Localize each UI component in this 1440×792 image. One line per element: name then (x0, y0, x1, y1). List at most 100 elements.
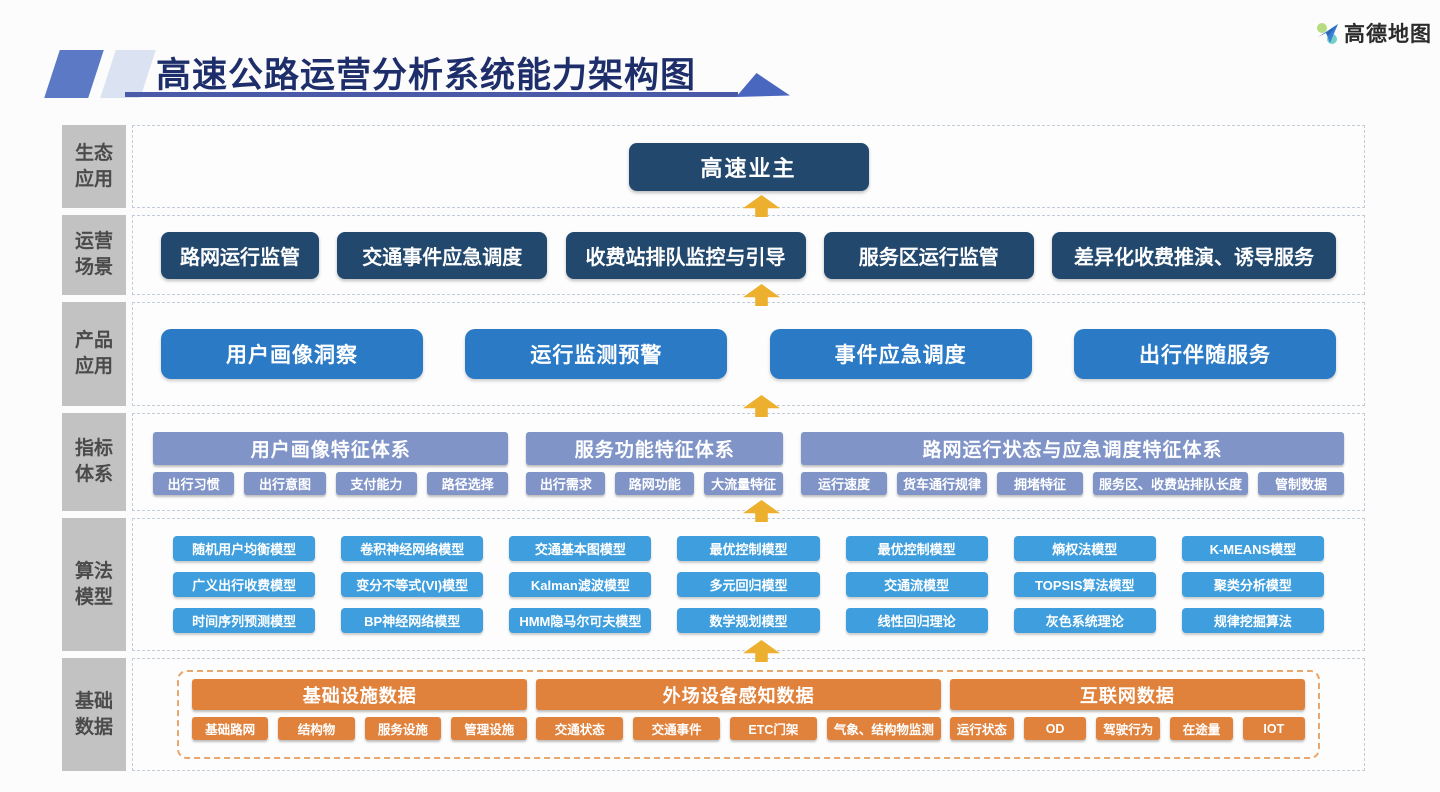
amap-logo: 高德地图 (1315, 18, 1432, 48)
algorithm-model-box: 时间序列预测模型 (173, 608, 316, 633)
algorithm-model-box: 广义出行收费模型 (173, 572, 316, 597)
indicator-chip: 支付能力 (335, 472, 418, 495)
base-data-chip: 运行状态 (949, 717, 1014, 740)
algorithm-model-box: 多元回归模型 (677, 572, 820, 597)
algorithm-model-box: TOPSIS算法模型 (1013, 572, 1156, 597)
base-chip-row: 运行状态 OD 驾驶行为 在途量 IOT (949, 717, 1306, 740)
title-decoration-parallelogram-light (100, 50, 156, 98)
algorithm-model-box: 规律挖掘算法 (1181, 608, 1324, 633)
row-base-data: 基础数据 基础设施数据 基础路网 结构物 服务设施 管理设施 外场设备感知数据 … (62, 658, 1365, 771)
base-group-field-devices: 外场设备感知数据 交通状态 交通事件 ETC门架 气象、结构物监测 (536, 679, 941, 750)
row-content-product-applications: 用户画像洞察 运行监测预警 事件应急调度 出行伴随服务 (132, 302, 1365, 406)
diagram-box-scenario: 交通事件应急调度 (337, 231, 548, 279)
algorithm-model-box: K-MEANS模型 (1181, 536, 1324, 561)
algorithm-model-box: 最优控制模型 (677, 536, 820, 561)
row-label-indicator-system: 指标体系 (62, 413, 126, 511)
diagram-box-scenario: 差异化收费推演、诱导服务 (1052, 231, 1336, 279)
base-data-chip: ETC门架 (730, 717, 817, 740)
row-label-algorithm-models: 算法模型 (62, 518, 126, 651)
diagram-box-product: 用户画像洞察 (161, 329, 423, 379)
base-data-chip: 管理设施 (451, 717, 528, 740)
algorithm-model-box: 随机用户均衡模型 (173, 536, 316, 561)
base-group-header: 互联网数据 (949, 679, 1305, 710)
algorithm-model-box: 最优控制模型 (845, 536, 988, 561)
indicator-chip: 路网功能 (615, 472, 695, 495)
indicator-chip: 出行意图 (244, 472, 326, 495)
row-operation-scenarios: 运营场景 路网运行监管 交通事件应急调度 收费站排队监控与引导 服务区运行监管 … (62, 215, 1365, 295)
row-label-product-applications: 产品应用 (62, 302, 126, 406)
indicator-group-user-profile: 用户画像特征体系 出行习惯 出行意图 支付能力 路径选择 (153, 432, 509, 510)
diagram-box-scenario: 路网运行监管 (161, 231, 319, 279)
indicator-chip: 拥堵特征 (997, 472, 1084, 495)
base-group-infrastructure: 基础设施数据 基础路网 结构物 服务设施 管理设施 (192, 679, 528, 750)
indicator-group-header: 路网运行状态与应急调度特征体系 (801, 432, 1345, 465)
architecture-diagram: 生态应用 高速业主 运营场景 路网运行监管 交通事件应急调度 收费站排队监控与引… (62, 125, 1365, 778)
algorithm-model-box: 数学规划模型 (677, 608, 820, 633)
row-content-indicator-system: 用户画像特征体系 出行习惯 出行意图 支付能力 路径选择 服务功能特征体系 出行… (132, 413, 1365, 511)
indicator-chip: 出行习惯 (153, 472, 235, 495)
indicator-group-header: 用户画像特征体系 (153, 432, 509, 465)
base-data-chip: 在途量 (1170, 717, 1233, 740)
algorithm-model-box: 灰色系统理论 (1013, 608, 1156, 633)
base-data-chip: 驾驶行为 (1096, 717, 1161, 740)
base-data-chip: 气象、结构物监测 (826, 717, 941, 740)
row-content-base-data: 基础设施数据 基础路网 结构物 服务设施 管理设施 外场设备感知数据 交通状态 … (132, 658, 1365, 771)
algorithm-model-box: 线性回归理论 (845, 608, 988, 633)
algorithm-model-box: BP神经网络模型 (341, 608, 484, 633)
indicator-chip: 货车通行规律 (897, 472, 988, 495)
base-data-chip: 交通事件 (633, 717, 721, 740)
diagram-box-product: 出行伴随服务 (1073, 329, 1336, 379)
base-data-chip: 结构物 (278, 717, 355, 740)
indicator-chip: 运行速度 (801, 472, 888, 495)
row-content-ecosystem: 高速业主 (132, 125, 1365, 208)
base-data-chip: OD (1023, 717, 1087, 740)
base-group-internet-data: 互联网数据 运行状态 OD 驾驶行为 在途量 IOT (949, 679, 1306, 750)
indicator-group-network-status: 路网运行状态与应急调度特征体系 运行速度 货车通行规律 拥堵特征 服务区、收费站… (801, 432, 1345, 510)
title-underline (125, 92, 738, 97)
base-group-header: 基础设施数据 (192, 679, 528, 710)
base-data-chip: IOT (1242, 717, 1306, 740)
algorithm-model-box: 聚类分析模型 (1181, 572, 1324, 597)
algorithm-model-box: 熵权法模型 (1013, 536, 1156, 561)
indicator-chip: 路径选择 (427, 472, 509, 495)
diagram-box-product: 运行监测预警 (465, 329, 728, 379)
indicator-chip-row: 运行速度 货车通行规律 拥堵特征 服务区、收费站排队长度 管制数据 (801, 472, 1344, 495)
row-algorithm-models: 算法模型 随机用户均衡模型 卷积神经网络模型 交通基本图模型 最优控制模型 最优… (62, 518, 1365, 651)
row-product-applications: 产品应用 用户画像洞察 运行监测预警 事件应急调度 出行伴随服务 (62, 302, 1365, 406)
row-label-base-data: 基础数据 (62, 658, 126, 771)
algorithm-model-box: 卷积神经网络模型 (341, 536, 484, 561)
indicator-chip: 大流量特征 (704, 472, 784, 495)
row-content-operation-scenarios: 路网运行监管 交通事件应急调度 收费站排队监控与引导 服务区运行监管 差异化收费… (132, 215, 1365, 295)
base-group-header: 外场设备感知数据 (536, 679, 941, 710)
indicator-chip: 服务区、收费站排队长度 (1093, 472, 1249, 495)
base-chip-row: 交通状态 交通事件 ETC门架 气象、结构物监测 (536, 717, 941, 740)
diagram-box-scenario: 收费站排队监控与引导 (565, 231, 806, 279)
title-arrow-decoration (736, 73, 790, 97)
row-label-operation-scenarios: 运营场景 (62, 215, 126, 295)
row-label-ecosystem: 生态应用 (62, 125, 126, 208)
amap-logo-text: 高德地图 (1344, 23, 1432, 46)
row-content-algorithm-models: 随机用户均衡模型 卷积神经网络模型 交通基本图模型 最优控制模型 最优控制模型 … (132, 518, 1365, 651)
page-title: 高速公路运营分析系统能力架构图 (156, 56, 697, 95)
algorithm-model-box: Kalman滤波模型 (509, 572, 652, 597)
indicator-chip: 出行需求 (526, 472, 606, 495)
title-decoration-parallelogram-blue (44, 50, 104, 98)
algorithm-model-box: HMM隐马尔可夫模型 (509, 608, 652, 633)
base-data-chip: 基础路网 (192, 717, 269, 740)
diagram-box-highway-owner: 高速业主 (628, 142, 869, 191)
algorithm-model-box: 交通基本图模型 (509, 536, 652, 561)
row-indicator-system: 指标体系 用户画像特征体系 出行习惯 出行意图 支付能力 路径选择 服务功能特征… (62, 413, 1365, 511)
base-data-chip: 交通状态 (536, 717, 624, 740)
diagram-box-scenario: 服务区运行监管 (823, 231, 1034, 279)
amap-paper-plane-icon (1315, 20, 1341, 46)
base-data-orange-dashed-container: 基础设施数据 基础路网 结构物 服务设施 管理设施 外场设备感知数据 交通状态 … (177, 670, 1320, 759)
indicator-group-service-function: 服务功能特征体系 出行需求 路网功能 大流量特征 (526, 432, 784, 510)
indicator-chip-row: 出行需求 路网功能 大流量特征 (526, 472, 784, 495)
indicator-chip: 管制数据 (1258, 472, 1344, 495)
base-chip-row: 基础路网 结构物 服务设施 管理设施 (192, 717, 528, 740)
diagram-box-product: 事件应急调度 (769, 329, 1032, 379)
algorithm-model-box: 变分不等式(VI)模型 (341, 572, 484, 597)
row-ecosystem: 生态应用 高速业主 (62, 125, 1365, 208)
algorithm-model-box: 交通流模型 (845, 572, 988, 597)
indicator-chip-row: 出行习惯 出行意图 支付能力 路径选择 (153, 472, 509, 495)
